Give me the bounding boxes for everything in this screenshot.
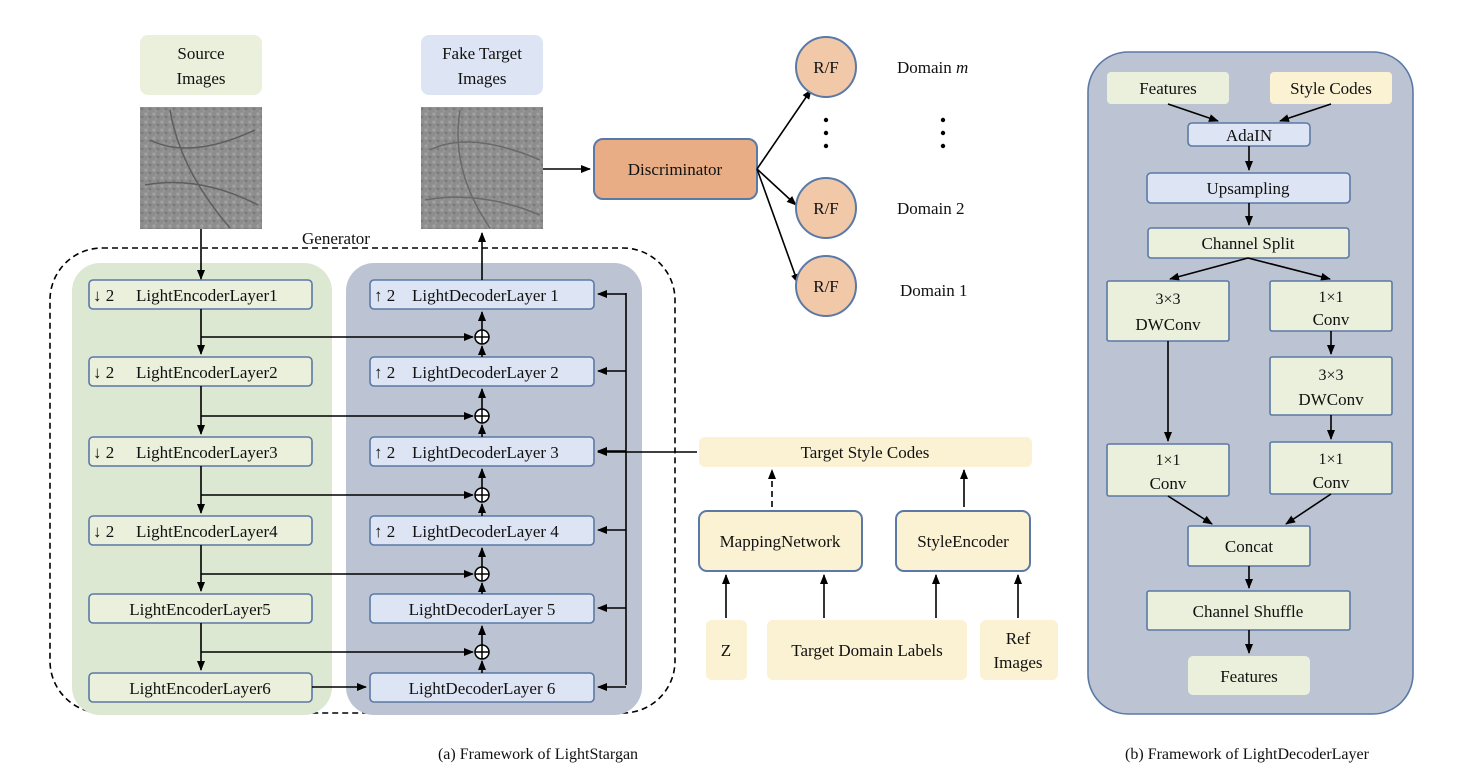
rf-label-domain-1: R/F (813, 277, 839, 296)
decoder-layer-label-5: LightDecoderLayer 5 (409, 600, 556, 619)
sum-node-5 (474, 644, 490, 660)
z-label: Z (721, 641, 731, 660)
sum-node-1 (474, 329, 490, 345)
decoder-layer-label-2: LightDecoderLayer 2 (412, 363, 559, 382)
conv-left-second-label-line2: Conv (1150, 474, 1187, 493)
encoder-layer-label-3: LightEncoderLayer3 (136, 443, 278, 462)
fake-target-image (421, 107, 543, 229)
decoder-layer-panel (1087, 51, 1414, 715)
decoder-layer-label-6: LightDecoderLayer 6 (409, 679, 556, 698)
features-input-label: Features (1139, 79, 1197, 98)
style-codes-box (1270, 72, 1392, 104)
encoder-downsample-label-2: ↓ 2 (93, 363, 114, 382)
domain-m-label: Domain m (897, 58, 968, 77)
decoder-upsample-label-1: ↑ 2 (374, 286, 395, 305)
generator-label: Generator (302, 229, 370, 248)
conv-right-second-label-line2: Conv (1313, 473, 1350, 492)
source-images-label-line2: Images (176, 69, 225, 88)
decoder-background (346, 263, 642, 715)
decoder-layer-label-3: LightDecoderLayer 3 (412, 443, 559, 462)
ref-images-label-line2: Images (993, 653, 1042, 672)
features-output-box (1188, 656, 1310, 695)
encoder-layer-label-1: LightEncoderLayer1 (136, 286, 278, 305)
conv-left-second-label-line1: 1×1 (1155, 452, 1180, 469)
style-encoder-box (895, 510, 1031, 572)
dwconv-left-label-line1: 3×3 (1155, 291, 1180, 308)
rf-label-domain-2: R/F (813, 199, 839, 218)
generator-outline (49, 247, 676, 714)
source-image (140, 107, 262, 229)
encoder-downsample-label-1: ↓ 2 (93, 286, 114, 305)
dwconv-right-label-line2: DWConv (1298, 390, 1364, 409)
style-codes-label: Style Codes (1290, 79, 1372, 98)
rf-circle-domain-2 (795, 177, 857, 239)
domain-1-label: Domain 1 (900, 281, 968, 300)
decoder-layer-label-4: LightDecoderLayer 4 (412, 522, 559, 541)
features-output-label: Features (1220, 667, 1278, 686)
dwconv-right-label-line1: 3×3 (1318, 367, 1343, 384)
encoder-layer-label-6: LightEncoderLayer6 (129, 679, 271, 698)
decoder-upsample-label-4: ↑ 2 (374, 522, 395, 541)
conv-right-label-line1: 1×1 (1318, 289, 1343, 306)
target-style-codes-label: Target Style Codes (801, 443, 930, 462)
ref-images-box (980, 620, 1058, 680)
features-input-box (1107, 72, 1229, 104)
upsampling-label: Upsampling (1206, 179, 1290, 198)
sum-node-3 (474, 487, 490, 503)
encoder-layer-label-4: LightEncoderLayer4 (136, 522, 278, 541)
rf-label-domain-m: R/F (813, 58, 839, 77)
fake-target-images-label-box (421, 35, 543, 95)
encoder-downsample-label-4: ↓ 2 (93, 522, 114, 541)
decoder-upsample-label-2: ↑ 2 (374, 363, 395, 382)
domain-2-label: Domain 2 (897, 199, 965, 218)
fake-target-images-label-line1: Fake Target (442, 44, 522, 63)
target-domain-labels-box (767, 620, 967, 680)
channel-split-label: Channel Split (1201, 234, 1294, 253)
channel-shuffle-label: Channel Shuffle (1193, 602, 1304, 621)
conv-right-second-label-line1: 1×1 (1318, 451, 1343, 468)
rf-circle-domain-m (795, 36, 857, 98)
encoder-downsample-label-3: ↓ 2 (93, 443, 114, 462)
caption-b: (b) Framework of LightDecoderLayer (1125, 746, 1370, 763)
adain-label: AdaIN (1226, 126, 1272, 145)
concat-label: Concat (1225, 537, 1273, 556)
mapping-network-box (698, 510, 863, 572)
decoder-layer-label-1: LightDecoderLayer 1 (412, 286, 559, 305)
decoder-upsample-label-3: ↑ 2 (374, 443, 395, 462)
dwconv-left-label-line2: DWConv (1135, 315, 1201, 334)
ellipsis-dots (823, 117, 946, 149)
style-encoder-label: StyleEncoder (917, 532, 1009, 551)
ref-images-label-line1: Ref (1006, 629, 1031, 648)
fake-target-images-label-line2: Images (457, 69, 506, 88)
target-domain-labels-label: Target Domain Labels (791, 641, 942, 660)
encoder-layer-label-2: LightEncoderLayer2 (136, 363, 278, 382)
mapping-network-label: MappingNetwork (720, 532, 841, 551)
target-style-codes-box (699, 437, 1032, 467)
source-images-label-line1: Source (177, 44, 224, 63)
conv-right-label-line2: Conv (1313, 310, 1350, 329)
sum-node-2 (474, 408, 490, 424)
source-images-label-box (140, 35, 262, 95)
discriminator-label: Discriminator (628, 160, 723, 179)
z-box (706, 620, 747, 680)
sum-node-4 (474, 566, 490, 582)
rf-circle-domain-1 (795, 255, 857, 317)
encoder-layer-label-5: LightEncoderLayer5 (129, 600, 271, 619)
encoder-background (72, 263, 332, 715)
caption-a: (a) Framework of LightStargan (438, 746, 638, 763)
